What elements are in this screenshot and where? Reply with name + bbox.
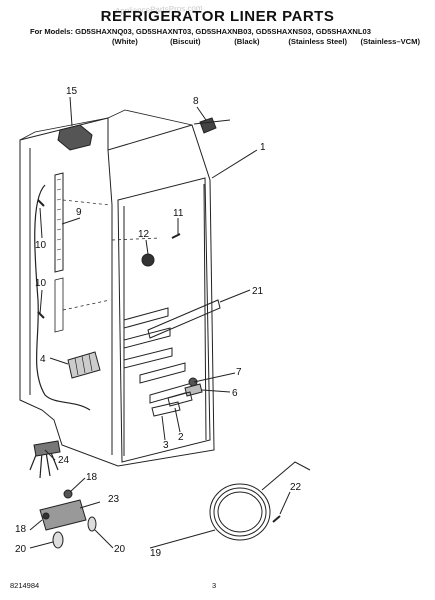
callout-10-upper: 10 — [35, 240, 47, 251]
light-assembly — [67, 351, 101, 379]
rail-21 — [147, 299, 221, 339]
callout-7: 7 — [236, 367, 242, 378]
bulb-20-right — [87, 516, 97, 532]
callout-19: 19 — [150, 548, 162, 559]
shelf-rail — [123, 307, 169, 329]
callout-10-lower: 10 — [35, 278, 47, 289]
finish-stainless-vcm: (Stainless–VCM) — [360, 37, 421, 46]
screw-10 — [37, 199, 45, 207]
part-12-knob — [141, 253, 155, 267]
callout-6: 6 — [232, 388, 238, 399]
shelf-rail — [139, 362, 186, 384]
callout-22: 22 — [290, 482, 302, 493]
part-3 — [151, 401, 181, 417]
shelf-track-lower — [54, 277, 64, 333]
callout-15: 15 — [66, 86, 78, 97]
callout-11: 11 — [173, 208, 184, 219]
shelf-track-upper — [54, 172, 64, 273]
part-8-clip — [199, 117, 217, 134]
shelf-rail — [123, 347, 173, 369]
part-6 — [184, 383, 203, 397]
tubing-coil — [209, 483, 271, 541]
models-numbers: GD5SHAXNQ03, GD5SHAXNT03, GD5SHAXNB03, G… — [75, 27, 371, 36]
callout-12: 12 — [138, 229, 150, 240]
cabinet-front-frame — [117, 177, 211, 463]
light-housing-23 — [39, 499, 87, 531]
callout-2: 2 — [178, 432, 184, 443]
models-prefix: For Models: — [30, 27, 74, 36]
model-list: For Models: GD5SHAXNQ03, GD5SHAXNT03, GD… — [30, 27, 371, 36]
finish-list: (White) (Biscuit) (Black) (Stainless Ste… — [112, 37, 420, 46]
callout-1: 1 — [260, 142, 266, 153]
cabinet-back-edge — [29, 148, 113, 455]
wire-harness-24 — [29, 449, 59, 479]
page-title: REFRIGERATOR LINER PARTS — [100, 8, 335, 25]
callout-8: 8 — [193, 96, 199, 107]
footer-page-number: 3 — [212, 581, 217, 590]
screw-22 — [272, 515, 281, 523]
control-housing — [57, 124, 93, 151]
finish-black: (Black) — [234, 37, 260, 46]
callout-9: 9 — [76, 207, 82, 218]
callout-3: 3 — [163, 440, 169, 451]
footer-part-number: 8214984 — [10, 581, 40, 590]
screw-11 — [171, 233, 181, 239]
callout-21: 21 — [252, 286, 264, 297]
screw-10 — [37, 311, 45, 319]
finish-white: (White) — [112, 37, 138, 46]
callout-23: 23 — [108, 494, 120, 505]
callout-24: 24 — [58, 455, 70, 466]
cabinet-liner-outline — [19, 117, 215, 467]
callout-4: 4 — [40, 354, 46, 365]
shelf-rail — [123, 327, 171, 349]
part-18-lower — [42, 512, 50, 520]
finish-biscuit: (Biscuit) — [170, 37, 201, 46]
callout-18-lower: 18 — [15, 524, 27, 535]
callout-20-left: 20 — [15, 544, 27, 555]
bulb-20-left — [52, 531, 64, 549]
callout-18-upper: 18 — [86, 472, 98, 483]
finish-stainless-steel: (Stainless Steel) — [288, 37, 348, 46]
wire-harness — [34, 184, 91, 411]
part-2 — [167, 391, 193, 407]
callout-20-right: 20 — [114, 544, 126, 555]
